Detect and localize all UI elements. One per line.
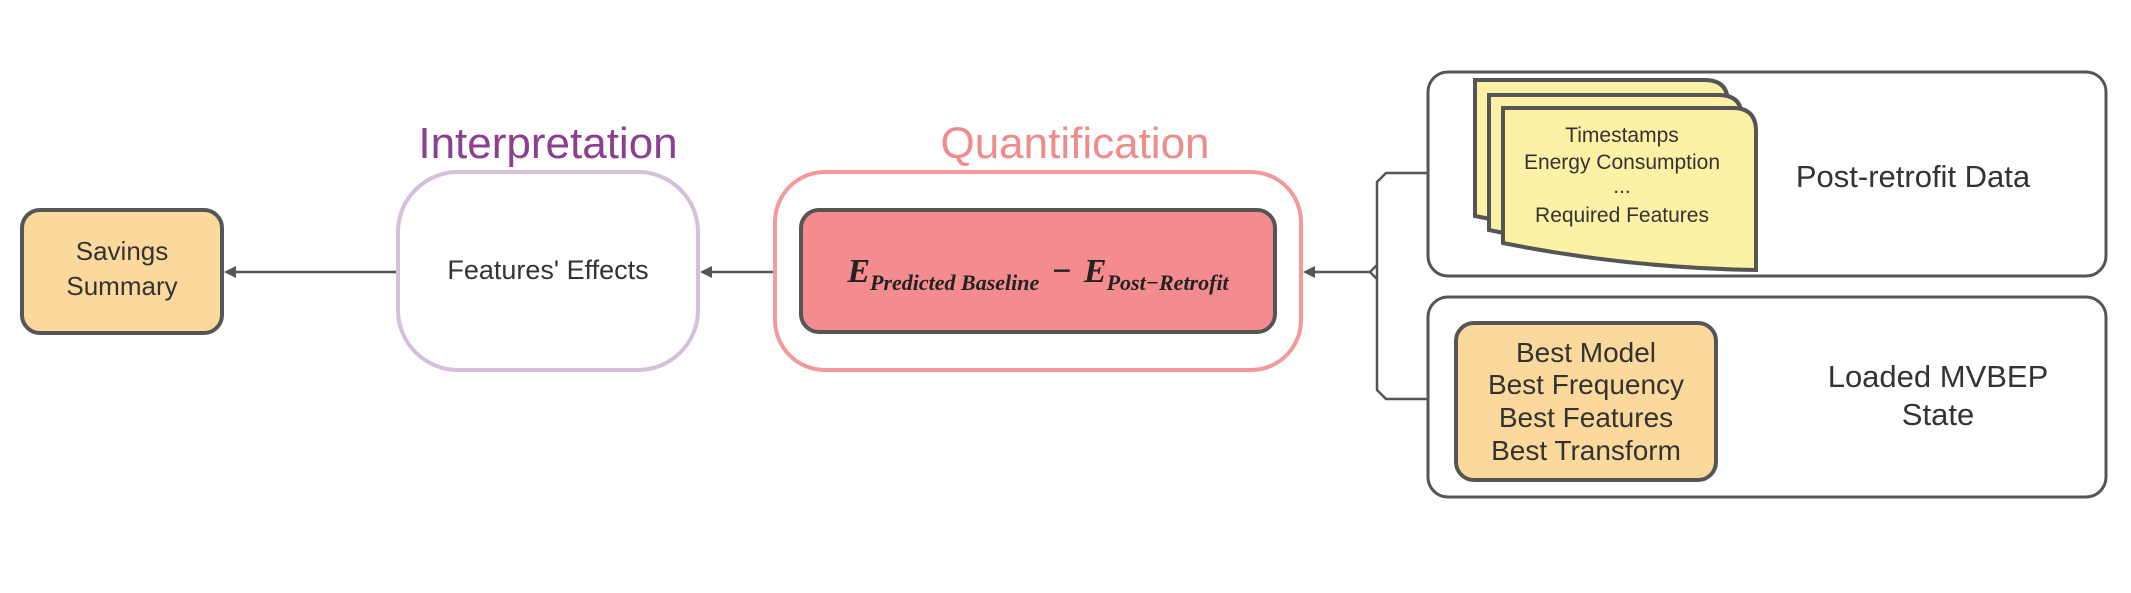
best-model-text: Best Model: [1516, 337, 1656, 368]
savings-summary-line-1: Savings: [76, 236, 169, 266]
mvbep-state-group: Best Model Best Frequency Best Features …: [1426, 295, 2108, 499]
document-stack-front: [1501, 106, 1758, 273]
mvbep-state-label-line-2: State: [1902, 397, 1974, 432]
input-bracket-connector: [1375, 171, 1450, 401]
best-transform-text: Best Transform: [1491, 435, 1681, 466]
stack-line-timestamps: Timestamps: [1565, 124, 1679, 147]
interpretation-box: [396, 170, 700, 372]
interpretation-stage: Interpretation Features' Effects: [396, 119, 700, 372]
savings-summary-line-2: Summary: [66, 271, 177, 301]
formula-box: [799, 208, 1277, 334]
formula-subscript-predicted-baseline: Predicted Baseline: [869, 270, 1039, 295]
mvbep-state-label-line-1: Loaded MVBEP: [1828, 359, 2049, 394]
interpretation-label: Interpretation: [418, 119, 677, 168]
post-retrofit-data-group: Timestamps Energy Consumption ... Requir…: [1426, 70, 2108, 278]
quantification-stage: Quantification EPredicted Baseline−EPost…: [773, 119, 1303, 372]
savings-summary-node: Savings Summary: [20, 208, 224, 335]
formula-subscript-post-retrofit: Post−Retrofit: [1106, 270, 1230, 295]
post-retrofit-label: Post-retrofit Data: [1796, 159, 2031, 194]
stack-line-required-features: Required Features: [1535, 204, 1709, 227]
stack-line-energy-consumption: Energy Consumption: [1524, 151, 1720, 174]
features-effects-text: Features' Effects: [447, 255, 648, 285]
formula-term-post: E: [1083, 253, 1107, 290]
quantification-label: Quantification: [940, 119, 1209, 168]
formula-term-predicted: E: [846, 253, 870, 290]
best-features-text: Best Features: [1499, 402, 1673, 433]
best-config-box: [1454, 321, 1718, 482]
best-frequency-text: Best Frequency: [1488, 369, 1684, 400]
formula-minus-operator: −: [1051, 253, 1072, 290]
savings-summary-box: [20, 208, 224, 335]
stack-line-ellipsis: ...: [1613, 175, 1631, 198]
savings-formula: EPredicted Baseline−EPost−Retrofit: [846, 253, 1229, 295]
